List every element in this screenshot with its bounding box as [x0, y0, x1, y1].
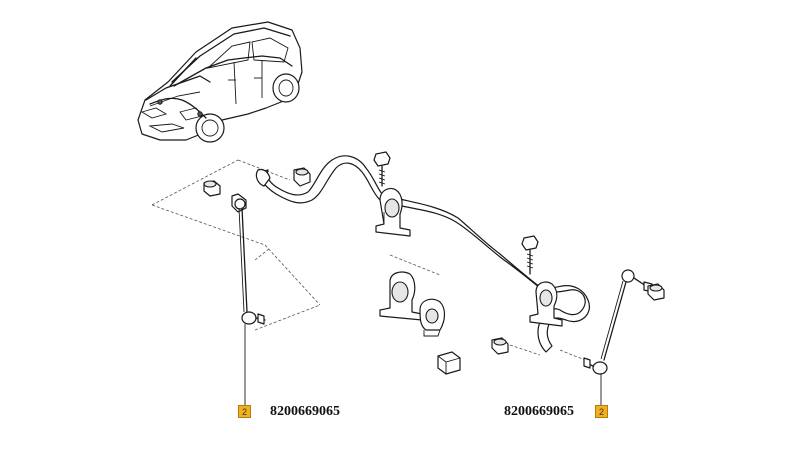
callout-badge-right[interactable]: 2 — [595, 405, 608, 418]
mounting-bolt-upper — [373, 151, 391, 187]
loose-bracket-clamp — [379, 271, 423, 321]
right-bushing-clamp — [529, 281, 563, 327]
center-bushing-clamp — [375, 187, 411, 237]
stabilizer-bar — [255, 155, 590, 353]
left-stabilizer-link — [203, 180, 266, 405]
part-number-right: 8200669065 — [504, 404, 574, 419]
right-stabilizer-link — [583, 269, 665, 405]
callout-badge-left[interactable]: 2 — [238, 405, 251, 418]
loose-rubber-bushing — [419, 298, 446, 337]
bar-end-nut — [293, 167, 311, 187]
car-illustration — [137, 21, 303, 143]
lower-right-nut — [491, 337, 509, 355]
square-nut — [437, 351, 461, 375]
mounting-bolt-right — [521, 235, 539, 275]
part-number-left: 8200669065 — [270, 404, 340, 419]
